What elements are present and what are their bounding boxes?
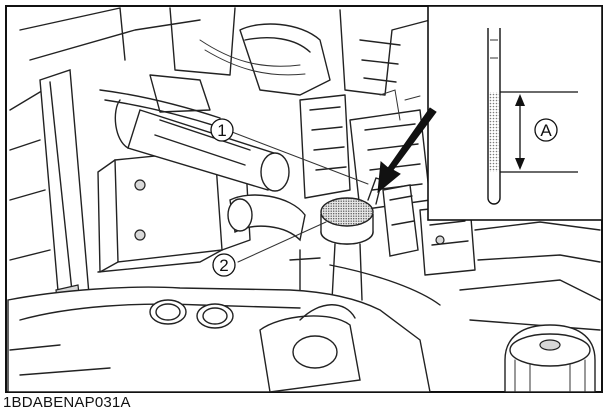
figure-code: 1BDABENAP031A (3, 394, 131, 411)
dipstick-inset: A (427, 5, 603, 221)
callout-2: 2 (212, 253, 236, 277)
callout-1: 1 (210, 118, 234, 142)
dimension-a-label: A (540, 121, 552, 140)
dipstick-level-band (489, 92, 499, 172)
dimension-a-marker (534, 118, 558, 142)
engine-bay-linework (7, 7, 601, 392)
callout-1-leader (231, 131, 369, 185)
callout-1-label: 1 (217, 121, 226, 140)
pointer-arrow (377, 107, 437, 194)
callout-2-label: 2 (219, 256, 228, 275)
callout-2-leader (237, 221, 327, 263)
